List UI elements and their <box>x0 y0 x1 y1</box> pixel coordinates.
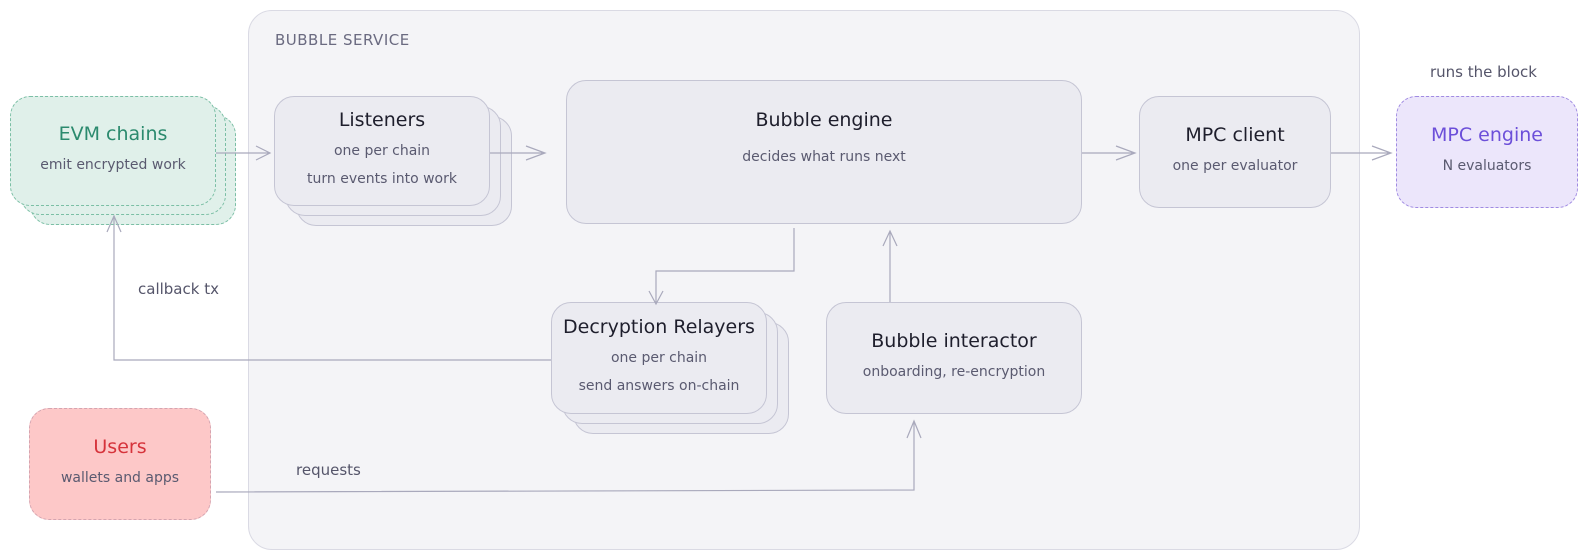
users-sub: wallets and apps <box>60 470 180 486</box>
edge-evm-to-listeners <box>216 145 272 161</box>
edge-engine-to-relayers <box>648 228 795 306</box>
bubble-engine-sub: decides what runs next <box>742 149 906 165</box>
bubble-interactor-sub: onboarding, re-encryption <box>862 364 1046 380</box>
edge-mpc-client-to-mpc-engine <box>1331 145 1393 161</box>
relayers-sub-1: one per chain <box>610 350 708 366</box>
listeners-sub-2: turn events into work <box>307 171 457 187</box>
requests-label: requests <box>296 461 361 479</box>
mpc-engine-title: MPC engine <box>1431 124 1543 146</box>
relayers-node: Decryption Relayers one per chain send a… <box>551 302 767 414</box>
mpc-engine-node: MPC engine N evaluators <box>1396 96 1578 208</box>
bubble-engine-title: Bubble engine <box>755 109 893 131</box>
users-title: Users <box>93 436 147 458</box>
callback-tx-label: callback tx <box>138 280 219 298</box>
mpc-engine-caption: runs the block <box>1430 63 1537 81</box>
listeners-title: Listeners <box>338 109 426 131</box>
evm-chains-sub: emit encrypted work <box>40 157 186 173</box>
users-node: Users wallets and apps <box>29 408 211 520</box>
bubble-interactor-title: Bubble interactor <box>871 330 1037 352</box>
bubble-engine-node: Bubble engine decides what runs next <box>566 80 1082 224</box>
evm-chains-title: EVM chains <box>58 123 168 145</box>
mpc-client-title: MPC client <box>1185 124 1285 146</box>
listeners-node: Listeners one per chain turn events into… <box>274 96 490 206</box>
mpc-engine-sub: N evaluators <box>1442 158 1532 174</box>
edge-relayers-callback-to-evm <box>106 214 551 361</box>
relayers-sub-2: send answers on-chain <box>578 378 740 394</box>
listeners-sub-1: one per chain <box>333 143 431 159</box>
relayers-title: Decryption Relayers <box>563 316 755 338</box>
edge-engine-to-mpc-client <box>1082 145 1137 161</box>
bubble-interactor-node: Bubble interactor onboarding, re-encrypt… <box>826 302 1082 414</box>
edge-interactor-to-engine <box>882 229 898 302</box>
bubble-service-label: BUBBLE SERVICE <box>275 31 410 49</box>
evm-chains-node: EVM chains emit encrypted work <box>10 96 216 206</box>
mpc-client-node: MPC client one per evaluator <box>1139 96 1331 208</box>
edge-users-requests-to-interactor <box>215 419 922 493</box>
edge-listeners-to-engine <box>490 145 547 161</box>
mpc-client-sub: one per evaluator <box>1172 158 1298 174</box>
